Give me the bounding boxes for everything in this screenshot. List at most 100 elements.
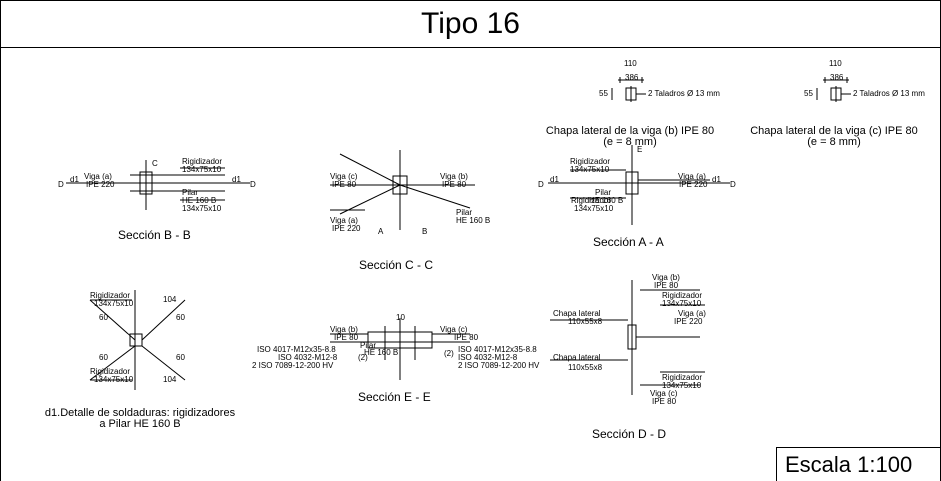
d1-stiffener-bottom: Rigidizador: [90, 367, 131, 376]
bb-beam-profile: IPE 220: [86, 180, 115, 189]
detail-d1-title-line2: a Pilar HE 160 B: [99, 418, 181, 430]
aa-stiffener-bottom-size: 134x75x10: [574, 204, 614, 213]
dd-stiffener-top-size: 134x75x10: [662, 299, 702, 308]
plate-b-caption: Chapa lateral de la viga (b) IPE 80 (e =…: [528, 126, 732, 148]
aa-column-label: Pilar: [595, 188, 612, 197]
plate-b-gauge: 386: [625, 73, 639, 82]
dd-stiffener-top: Rigidizador: [662, 291, 703, 300]
ee-bolt-left-1: ISO 4017-M12x35-8.8: [257, 345, 336, 354]
bb-d1-right: d1: [232, 175, 241, 184]
plate-b-holes: 2 Taladros Ø 13 mm: [648, 89, 720, 98]
cc-cut-a: A: [378, 227, 384, 236]
ee-count-right: (2): [444, 349, 454, 358]
dd-plate-bottom-size: 110x55x8: [568, 363, 603, 372]
d1-weld-top: 104: [163, 295, 177, 304]
plate-b-caption-line1: Chapa lateral de la viga (b) IPE 80: [545, 125, 715, 137]
plate-b-side: 55: [599, 89, 608, 98]
aa-d1-right: d1: [712, 175, 721, 184]
bb-cut-right: D: [250, 180, 256, 189]
plate-c-caption-line2: (e = 8 mm): [807, 136, 861, 148]
d1-weld-upper-right: 60: [176, 313, 185, 322]
d1-weld-lower-left: 60: [99, 353, 108, 362]
ee-column-label: Pilar: [360, 341, 377, 350]
section-cc-geometry: [330, 150, 475, 230]
bb-stiffener-bottom-size: 134x75x10: [182, 204, 222, 213]
dd-plate-bottom: Chapa lateral: [553, 353, 601, 362]
cc-beam-a: Viga (a): [330, 216, 358, 225]
plate-c-holes: 2 Taladros Ø 13 mm: [853, 89, 925, 98]
ee-beam-c: Viga (c): [440, 325, 468, 334]
aa-stiffener-top: Rigidizador: [570, 157, 611, 166]
section-aa-geometry: [548, 145, 730, 225]
d1-stiffener-top-size: 134x75x10: [94, 299, 134, 308]
dd-beam-a: Viga (a): [678, 309, 706, 318]
aa-stiffener-top-size: 134x75x10: [570, 165, 610, 174]
ee-bolt-right-2: ISO 4032-M12-8: [458, 353, 518, 362]
dd-beam-b-profile: IPE 80: [654, 281, 679, 290]
d1-weld-lower-right: 60: [176, 353, 185, 362]
aa-cut-left: D: [538, 180, 544, 189]
ee-bolt-left-2: ISO 4032-M12-8: [278, 353, 338, 362]
bb-cut-left: D: [58, 180, 64, 189]
plate-c-caption-line1: Chapa lateral de la viga (c) IPE 80: [750, 125, 918, 137]
plate-c-side: 55: [804, 89, 813, 98]
detail-d1-title-line1: d1.Detalle de soldaduras: rigidizadores: [44, 407, 236, 419]
cc-column-profile: HE 160 B: [456, 216, 491, 225]
aa-beam-profile: IPE 220: [679, 180, 708, 189]
section-bb-title: Sección B - B: [118, 228, 191, 242]
cc-beam-a-profile: IPE 220: [332, 224, 361, 233]
drawing-title: Tipo 16: [421, 7, 520, 40]
dd-beam-c: Viga (c): [650, 389, 678, 398]
scale-box: Escala 1:100: [776, 447, 941, 481]
dd-beam-a-profile: IPE 220: [674, 317, 703, 326]
ee-beam-c-profile: IPE 80: [454, 333, 479, 342]
plate-c-width: 110: [829, 59, 842, 68]
plate-b-caption-line2: (e = 8 mm): [603, 136, 657, 148]
dd-plate-top-size: 110x55x8: [568, 317, 603, 326]
dd-stiffener-bottom: Rigidizador: [662, 373, 703, 382]
bb-beam-label: Viga (a): [84, 172, 112, 181]
section-bb-geometry: [66, 160, 250, 210]
cc-beam-b-profile: IPE 80: [442, 180, 467, 189]
ee-bolt-right-3: 2 ISO 7089-12-200 HV: [458, 361, 540, 370]
cc-column-label: Pilar: [456, 208, 473, 217]
d1-weld-upper-left: 60: [99, 313, 108, 322]
section-ee-geometry: [330, 318, 470, 380]
bb-stiffener-top: Rigidizador: [182, 157, 223, 166]
aa-beam-label: Viga (a): [678, 172, 706, 181]
d1-stiffener-top: Rigidizador: [90, 291, 131, 300]
bb-stiffener-top-size: 134x75x10: [182, 165, 222, 174]
section-aa-title: Sección A - A: [593, 235, 664, 249]
ee-dim-top: 10: [396, 313, 405, 322]
detail-d1-geometry: [89, 290, 186, 390]
scale-label: Escala 1:100: [785, 452, 913, 477]
bb-column-label: Pilar: [182, 188, 199, 197]
aa-column-profile: HE 160 B: [589, 196, 624, 205]
dd-stiffener-bottom-size: 134x75x10: [662, 381, 702, 390]
plate-c-detail: [816, 77, 851, 102]
section-dd-geometry: [550, 280, 705, 395]
plate-c-gauge: 386: [830, 73, 844, 82]
bb-column-profile: HE 160 B: [182, 196, 217, 205]
plate-b-width: 110: [624, 59, 637, 68]
ee-bolt-left-3: 2 ISO 7089-12-200 HV: [252, 361, 334, 370]
cc-beam-b: Viga (b): [440, 172, 468, 181]
aa-cut-e: E: [637, 145, 643, 154]
cc-beam-c: Viga (c): [330, 172, 358, 181]
bb-cut-c: C: [152, 159, 158, 168]
cc-beam-c-profile: IPE 80: [332, 180, 357, 189]
ee-beam-b: Viga (b): [330, 325, 358, 334]
d1-weld-bottom: 104: [163, 375, 177, 384]
ee-column-profile: HE 160 B: [364, 348, 399, 357]
dd-beam-c-profile: IPE 80: [652, 397, 677, 406]
section-ee-title: Sección E - E: [358, 390, 431, 404]
ee-bolt-right-1: ISO 4017-M12x35-8.8: [458, 345, 537, 354]
d1-stiffener-bottom-size: 134x75x10: [94, 375, 134, 384]
ee-beam-b-profile: IPE 80: [334, 333, 359, 342]
ee-count-left: (2): [358, 353, 368, 362]
bb-d1-left: d1: [70, 175, 79, 184]
section-cc-title: Sección C - C: [359, 258, 434, 272]
dd-beam-b: Viga (b): [652, 273, 680, 282]
dd-plate-top: Chapa lateral: [553, 309, 601, 318]
